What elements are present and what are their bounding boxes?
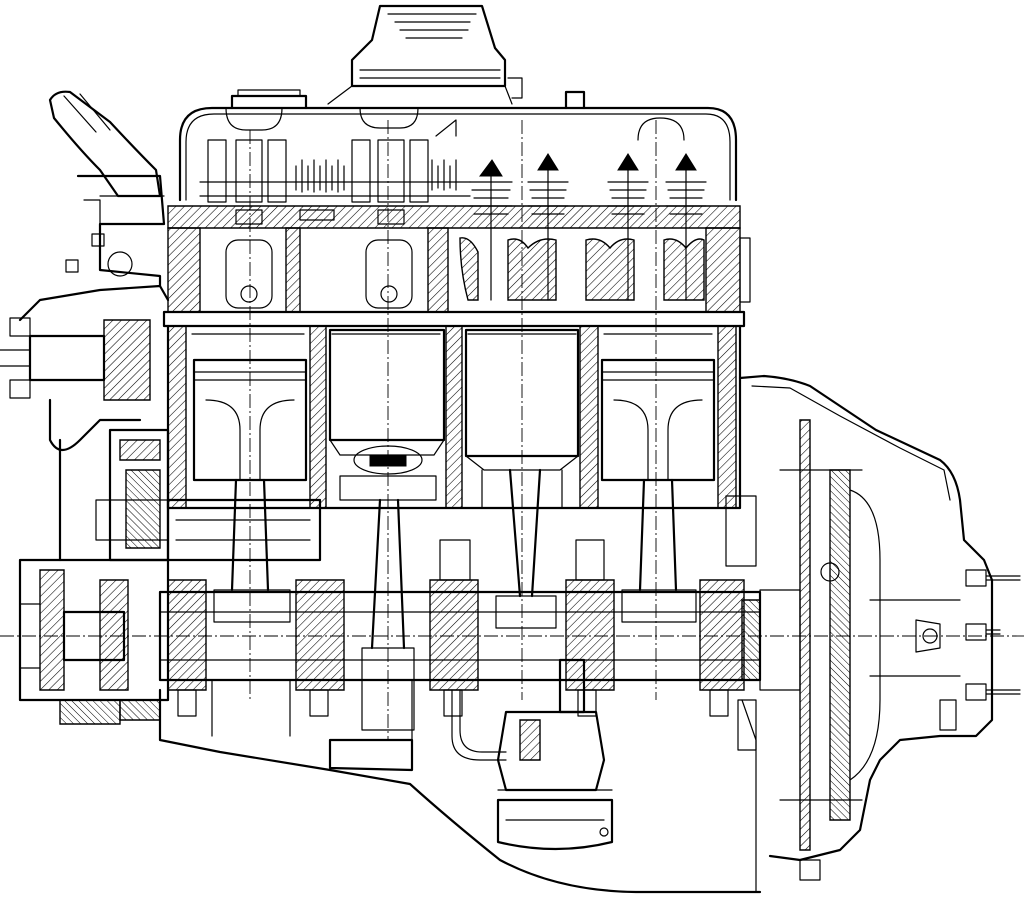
timing-cover (0, 284, 170, 562)
timing-chain-area (95, 428, 170, 562)
flywheel-housing (738, 374, 994, 862)
water-outlet (48, 90, 166, 288)
carburetor (327, 4, 523, 105)
piston-4 (600, 358, 716, 482)
piston-3 (464, 328, 580, 509)
piston-1 (192, 358, 308, 482)
cylinder-block (166, 324, 742, 510)
valve-cover (178, 89, 738, 202)
piston-2 (328, 328, 446, 501)
rear-main-seal (725, 495, 761, 751)
front-pulley (18, 558, 170, 725)
main-bearing-bolts (177, 679, 729, 741)
center-lines (0, 120, 1024, 740)
crankshaft (158, 498, 762, 691)
connecting-rods (213, 468, 697, 731)
valve-springs-right (469, 153, 707, 301)
oil-pump (451, 658, 614, 851)
bellhousing-bolts (799, 569, 1021, 881)
cylinder-head (162, 205, 751, 328)
